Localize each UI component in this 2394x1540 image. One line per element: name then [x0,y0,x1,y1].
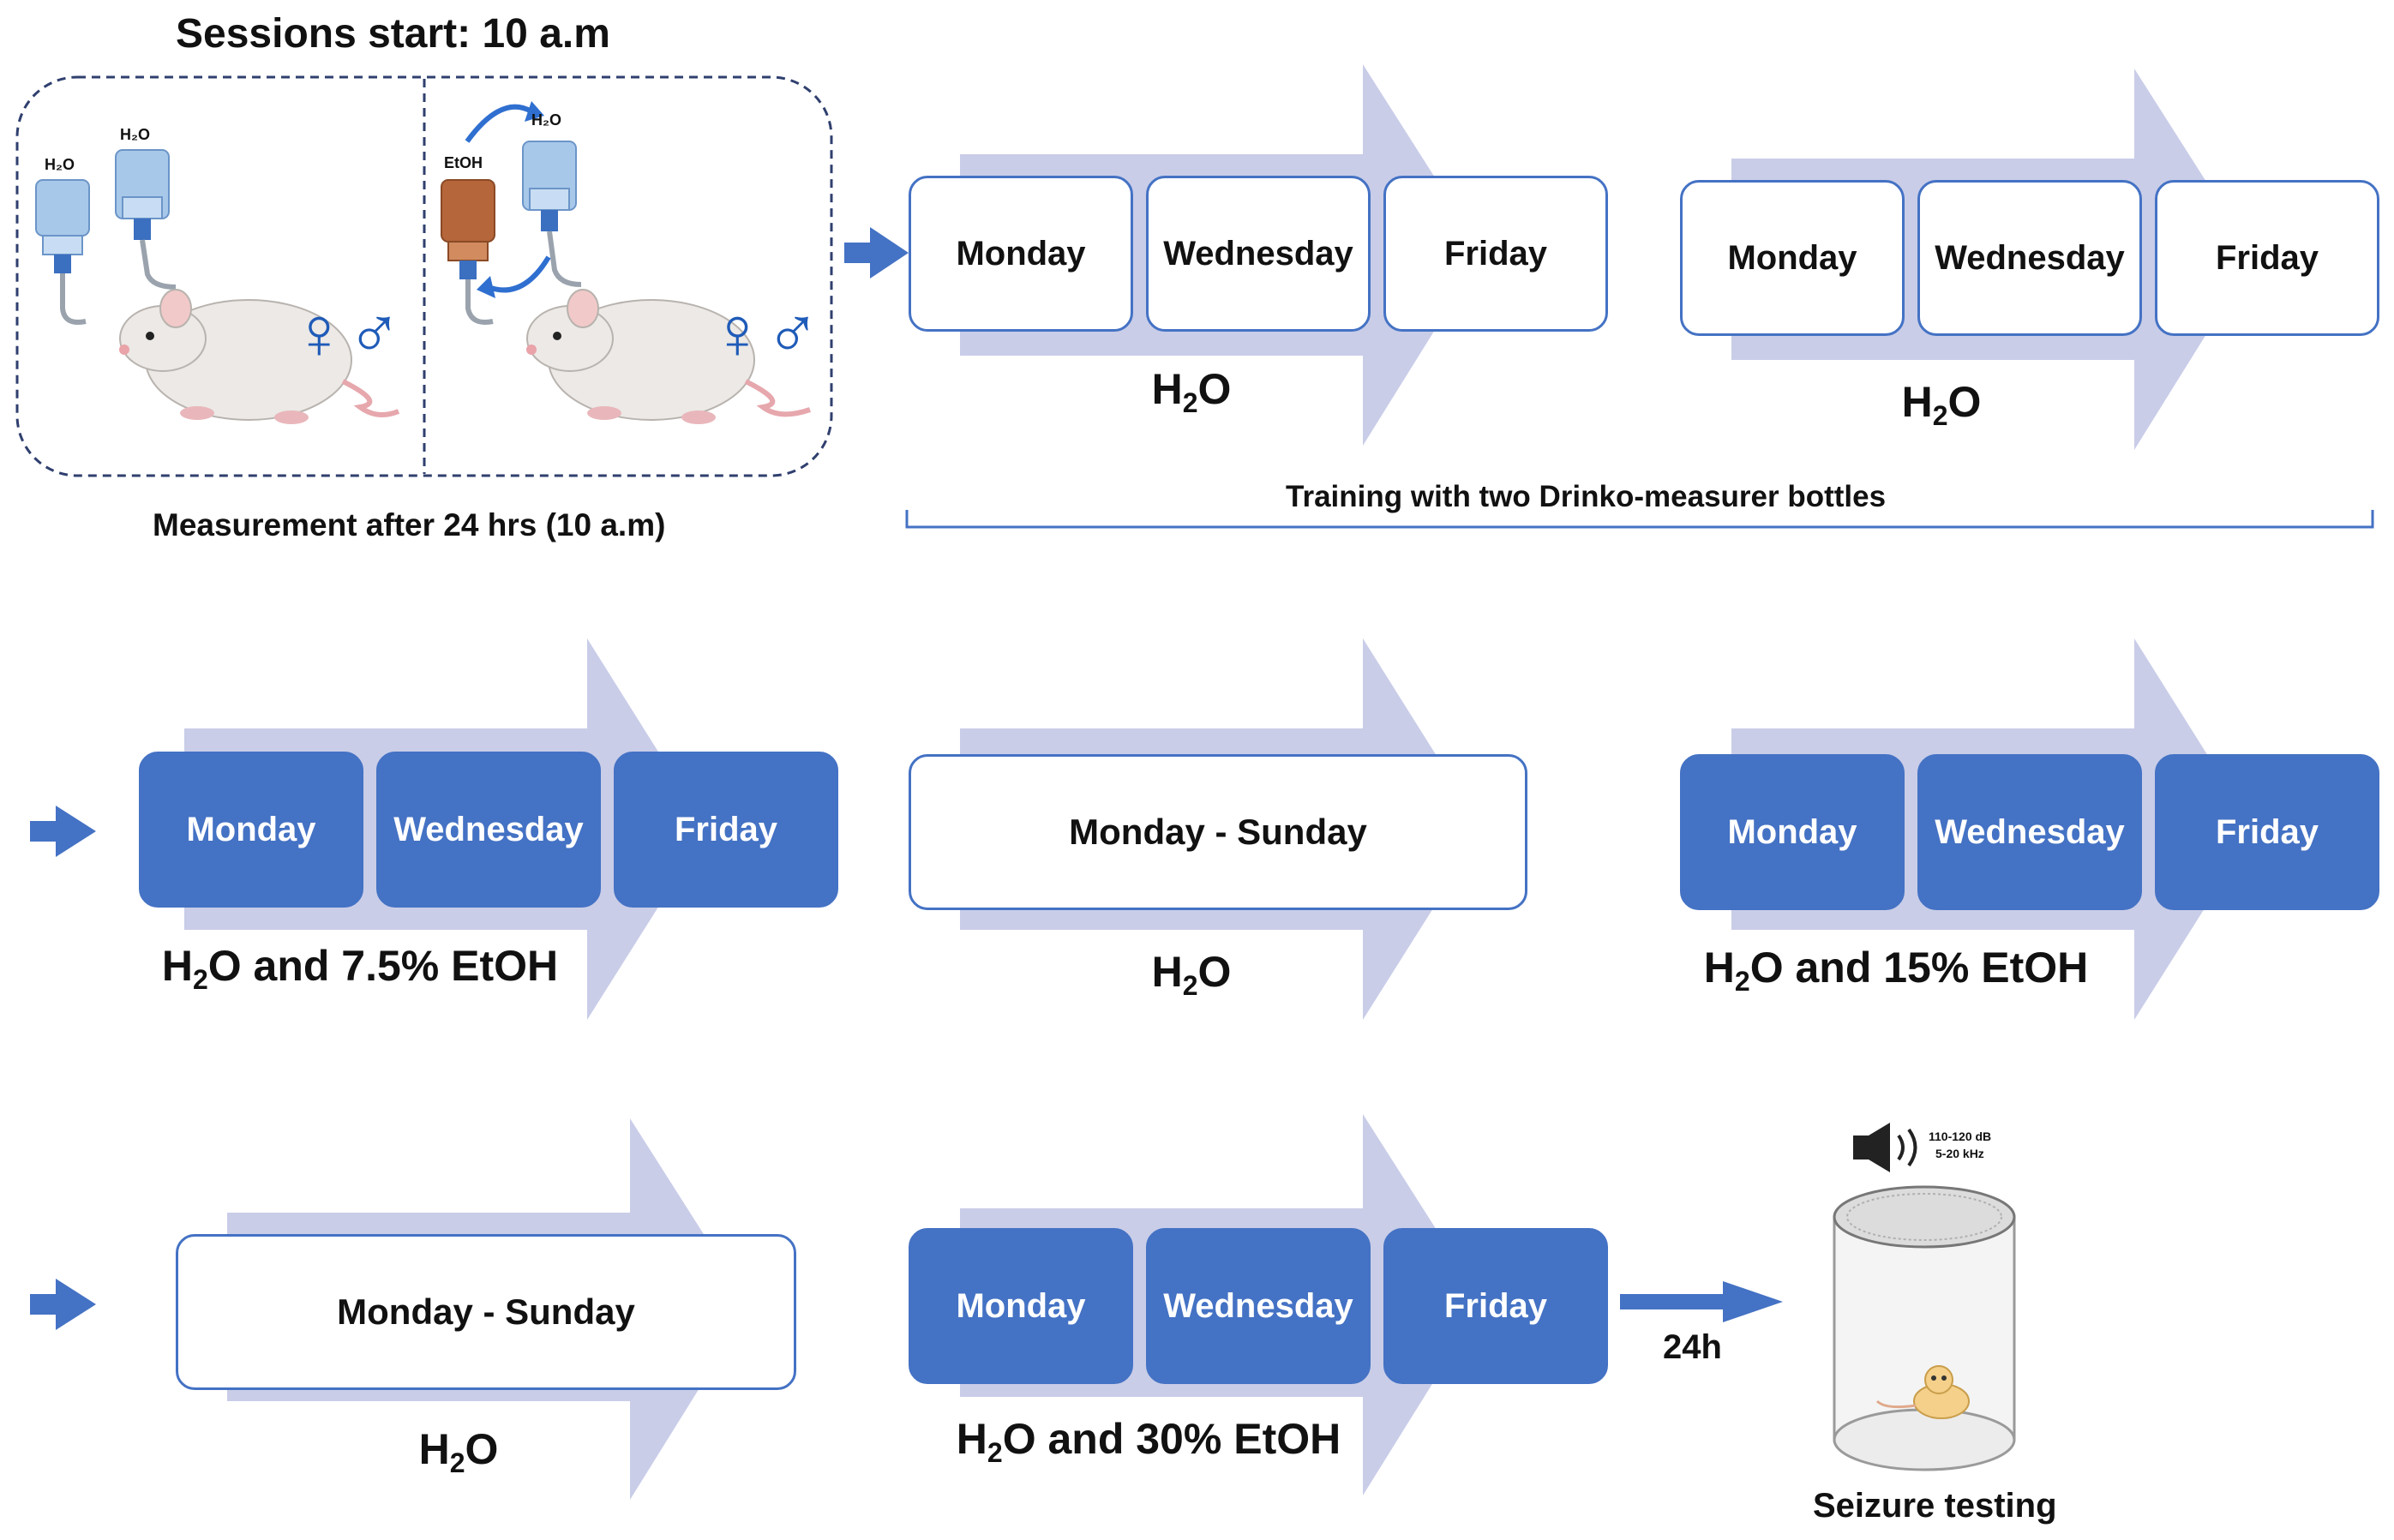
stage-5-caption: H2O and 15% EtOH [1703,944,2089,997]
stage-4-week: Monday - Sunday [909,754,1527,910]
swap-arrows-icon [465,104,551,293]
stage-1-wednesday: Wednesday [1146,176,1371,332]
stage-7-friday: Friday [1383,1228,1608,1384]
stage-5-monday: Monday [1680,754,1905,910]
sessions-title: Sessions start: 10 a.m [176,11,610,57]
stage-2-friday: Friday [2155,180,2379,336]
stage-1-monday: Monday [909,176,1133,332]
stage-7-monday: Monday [909,1228,1133,1384]
stage-3-caption: H2O and 7.5% EtOH [161,942,559,995]
bottle-label-h2o-3: H₂O [531,111,561,129]
bottle-label-etoh: EtOH [444,154,483,171]
etoh-bottle [441,179,495,325]
speaker-icon [1853,1123,1917,1172]
speaker-db-text: 110-120 dB [1929,1130,1992,1143]
sex-symbols-left: ♀♂ [291,292,402,375]
entry-arrow-row3 [30,1279,96,1330]
left-mouse [119,289,400,424]
measurement-label: Measurement after 24 hrs (10 a.m) [153,507,666,542]
setup-dashed-box [15,75,833,477]
stage-1-caption: H2O [1151,365,1232,418]
training-label: Training with two Drinko-measurer bottle… [1286,480,1887,513]
stage-5-wednesday: Wednesday [1917,754,2142,910]
bottle-label-h2o-1: H₂O [45,156,75,173]
stage-4-caption: H2O [1151,948,1232,1001]
left-water-bottle-1 [35,179,90,325]
delay-arrow [1620,1281,1783,1322]
speaker-khz-text: 5-20 kHz [1935,1147,1984,1160]
stage-3-monday: Monday [139,752,363,908]
stage-3-friday: Friday [614,752,838,908]
stage-2-wednesday: Wednesday [1917,180,2142,336]
stage-2-caption: H2O [1901,378,1982,431]
stage-6-week: Monday - Sunday [176,1234,796,1390]
right-mouse [526,289,811,424]
entry-arrow-row2 [30,806,96,857]
bottle-label-h2o-2: H₂O [120,126,150,143]
stage-7-wednesday: Wednesday [1146,1228,1371,1384]
delay-label: 24h [1663,1328,1722,1366]
stage-7-caption: H2O and 30% EtOH [956,1415,1341,1468]
entry-arrow-row1 [844,227,909,279]
seizure-label: Seizure testing [1813,1487,2057,1525]
stage-6-caption: H2O [418,1425,499,1478]
seizure-chamber [1833,1185,2016,1471]
stage-2-monday: Monday [1680,180,1905,336]
stage-1-friday: Friday [1383,176,1608,332]
right-water-bottle [522,141,582,287]
left-water-bottle-2 [115,149,177,290]
sex-symbols-right: ♀♂ [710,292,820,375]
stage-5-friday: Friday [2155,754,2379,910]
training-bracket [905,510,2374,529]
stage-3-wednesday: Wednesday [376,752,601,908]
